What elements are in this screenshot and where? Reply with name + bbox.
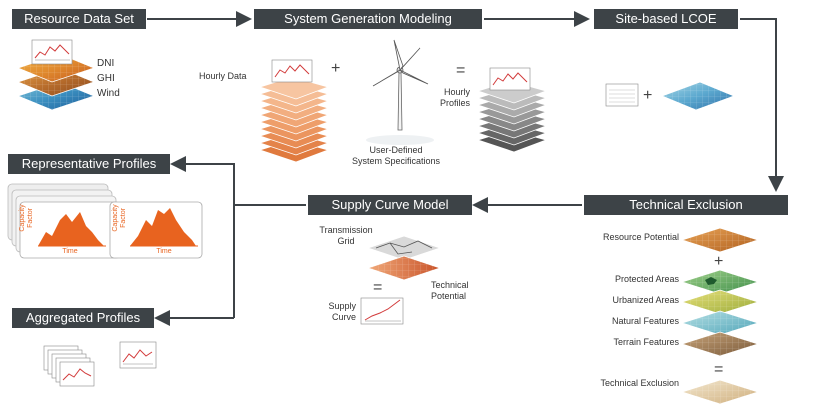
lcoe-visual [605, 81, 736, 111]
label-technical-exclusion: Technical Exclusion [600, 378, 679, 388]
flow-arrows [147, 11, 784, 326]
header-technical-exclusion: Technical Exclusion [584, 195, 788, 215]
resource-chart-card [31, 39, 73, 65]
hourly-data-stack [258, 59, 330, 163]
label-technical: Technical [431, 280, 469, 290]
supply-curve-visual [360, 235, 442, 325]
technical-exclusion-layer [680, 379, 760, 405]
hourly-profiles-stack [476, 67, 548, 153]
header-site-based-lcoe: Site-based LCOE [594, 9, 738, 29]
header-aggregated-profiles: Aggregated Profiles [12, 308, 154, 328]
resource-layer-stack [16, 39, 96, 111]
label-protected-areas: Protected Areas [614, 274, 679, 284]
label-hourly-profiles-2: Profiles [439, 98, 470, 108]
aggregated-profile-cards [43, 341, 157, 387]
wind-turbine-icon [366, 39, 434, 145]
label-curve: Curve [331, 312, 356, 322]
card1-xlabel: Time [62, 248, 78, 255]
equals-symbol-generation: = [456, 62, 466, 79]
resource-potential-layer [680, 227, 760, 253]
equals-symbol-exclusion: = [714, 361, 724, 378]
label-hourly-data: Hourly Data [199, 71, 247, 81]
hourly-profiles-chart-card [489, 67, 531, 91]
profile-area-1 [38, 212, 104, 246]
label-urbanized-areas: Urbanized Areas [612, 295, 679, 305]
plus-symbol-lcoe: + [643, 87, 653, 104]
plus-symbol-generation: + [331, 60, 341, 77]
card1-ylabel-2: Factor [27, 208, 34, 228]
label-potential: Potential [431, 291, 467, 301]
label-transmission: Transmission [319, 225, 373, 235]
header-supply-curve-model: Supply Curve Model [308, 195, 472, 215]
label-terrain-features: Terrain Features [613, 337, 679, 347]
header-resource-data-set: Resource Data Set [12, 9, 146, 29]
natural-features-layer [680, 310, 760, 336]
label-wind: Wind [97, 88, 120, 99]
urbanized-areas-layer [680, 289, 760, 315]
exclusion-layers [680, 227, 760, 405]
card2-ylabel-2: Factor [120, 208, 127, 228]
header-system-generation-modeling: System Generation Modeling [254, 9, 482, 29]
aggregated-result-card [119, 341, 157, 369]
label-supply: Supply [328, 301, 356, 311]
supply-curve-chart-card [360, 297, 404, 325]
label-user-defined: User-Defined [369, 145, 423, 155]
terrain-features-layer [680, 331, 760, 357]
technical-potential-layer [366, 255, 442, 281]
label-resource-potential: Resource Potential [602, 232, 679, 242]
equals-symbol-supply: = [373, 279, 383, 296]
transmission-grid-layer [366, 235, 442, 261]
protected-areas-layer [680, 269, 760, 295]
label-hourly-profiles-1: Hourly [443, 87, 470, 97]
arrow-to-representative [170, 156, 235, 318]
representative-profile-cards [7, 183, 203, 259]
card2-xlabel: Time [156, 248, 172, 255]
arrow-lcoe-to-exclusion [740, 18, 784, 192]
label-system-specifications: System Specifications [351, 156, 441, 166]
label-natural-features: Natural Features [611, 316, 679, 326]
label-ghi: GHI [97, 73, 115, 84]
hourly-data-chart-card [271, 59, 313, 83]
label-dni: DNI [97, 58, 115, 69]
profile-area-2 [130, 208, 196, 246]
lcoe-table-card [605, 83, 639, 107]
plus-symbol-exclusion: + [714, 253, 724, 270]
header-representative-profiles: Representative Profiles [8, 154, 170, 174]
label-grid: Grid [337, 236, 355, 246]
